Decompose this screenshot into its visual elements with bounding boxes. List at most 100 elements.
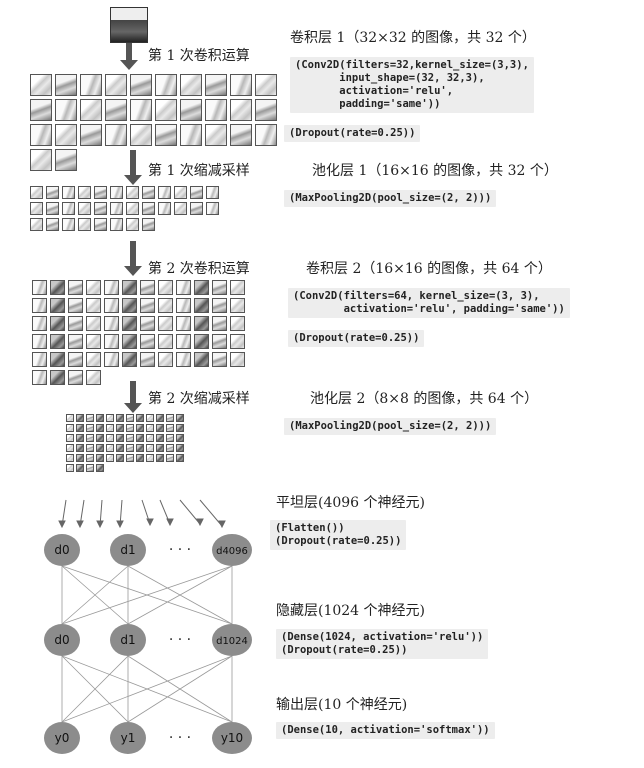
feature-map-thumbnail xyxy=(66,454,74,462)
ellipsis-label: · · · xyxy=(169,730,191,746)
feature-map-thumbnail xyxy=(230,74,252,96)
feature-map-thumbnail xyxy=(212,334,227,349)
neuron-node xyxy=(212,534,252,566)
connection-line xyxy=(61,565,129,625)
feature-map-thumbnail xyxy=(166,424,174,432)
feature-map-thumbnail xyxy=(104,334,119,349)
feature-map-thumbnail xyxy=(122,298,137,313)
feature-map-thumbnail xyxy=(136,434,144,442)
step-label-conv2: 第 2 次卷积运算 xyxy=(148,261,250,277)
feature-map-thumbnail xyxy=(230,99,252,121)
feature-map-thumbnail xyxy=(155,99,177,121)
feature-map-thumbnail xyxy=(122,316,137,331)
feature-maps-conv2 xyxy=(32,280,245,385)
feature-map-thumbnail xyxy=(136,424,144,432)
feature-map-thumbnail xyxy=(66,444,74,452)
feature-map-thumbnail xyxy=(86,414,94,422)
feature-map-thumbnail xyxy=(46,186,59,199)
feature-map-thumbnail xyxy=(130,99,152,121)
feature-map-thumbnail xyxy=(30,149,52,171)
feature-map-thumbnail xyxy=(230,352,245,367)
neuron-label: d0 xyxy=(54,633,69,647)
neuron-node xyxy=(44,534,80,566)
arrow-down-icon xyxy=(124,381,142,413)
feature-map-thumbnail xyxy=(126,454,134,462)
neuron-label: d1 xyxy=(120,543,135,557)
feature-map-thumbnail xyxy=(140,334,155,349)
connection-line xyxy=(127,565,233,625)
neuron-node xyxy=(44,624,80,656)
feature-map-thumbnail xyxy=(255,124,277,146)
flow-arrow-head xyxy=(116,520,124,529)
feature-map-thumbnail xyxy=(116,454,124,462)
code-flatten: (Flatten()) (Dropout(rate=0.25)) xyxy=(270,520,407,550)
feature-map-thumbnail xyxy=(104,298,119,313)
feature-map-thumbnail xyxy=(66,424,74,432)
feature-map-thumbnail xyxy=(136,454,144,462)
feature-map-thumbnail xyxy=(194,298,209,313)
feature-map-thumbnail xyxy=(86,454,94,462)
feature-map-thumbnail xyxy=(94,218,107,231)
layer-title-hidden: 隐藏层(1024 个神经元) xyxy=(276,603,426,619)
feature-map-thumbnail xyxy=(50,334,65,349)
feature-map-thumbnail xyxy=(32,298,47,313)
feature-map-thumbnail xyxy=(30,202,43,215)
feature-map-thumbnail xyxy=(78,202,91,215)
feature-map-thumbnail xyxy=(158,298,173,313)
feature-map-thumbnail xyxy=(76,444,84,452)
neuron-node xyxy=(110,722,146,754)
feature-map-thumbnail xyxy=(62,186,75,199)
feature-map-thumbnail xyxy=(66,414,74,422)
feature-map-thumbnail xyxy=(255,74,277,96)
feature-map-thumbnail xyxy=(46,202,59,215)
step-label-pool2: 第 2 次缩减采样 xyxy=(148,391,250,407)
feature-map-thumbnail xyxy=(66,434,74,442)
feature-map-thumbnail xyxy=(176,352,191,367)
feature-map-thumbnail xyxy=(86,352,101,367)
feature-map-thumbnail xyxy=(68,298,83,313)
feature-map-thumbnail xyxy=(126,444,134,452)
feature-map-thumbnail xyxy=(76,434,84,442)
feature-map-thumbnail xyxy=(55,124,77,146)
feature-map-thumbnail xyxy=(110,202,123,215)
feature-map-thumbnail xyxy=(78,186,91,199)
feature-map-thumbnail xyxy=(76,424,84,432)
arrow-down-icon xyxy=(120,43,138,70)
layer-title-conv2: 卷积层 2（16×16 的图像，共 64 个） xyxy=(306,261,552,277)
ellipsis-label: · · · xyxy=(169,542,191,558)
feature-map-thumbnail xyxy=(255,99,277,121)
feature-map-thumbnail xyxy=(30,74,52,96)
feature-map-thumbnail xyxy=(50,370,65,385)
feature-map-thumbnail xyxy=(126,434,134,442)
feature-map-thumbnail xyxy=(140,316,155,331)
feature-map-thumbnail xyxy=(206,202,219,215)
feature-map-thumbnail xyxy=(136,414,144,422)
code-conv1: (Conv2D(filters=32,kernel_size=(3,3), in… xyxy=(290,57,534,113)
connection-line xyxy=(61,565,233,625)
feature-map-thumbnail xyxy=(62,202,75,215)
neuron-node xyxy=(44,722,80,754)
feature-map-thumbnail xyxy=(166,414,174,422)
feature-map-thumbnail xyxy=(66,464,74,472)
feature-map-thumbnail xyxy=(30,186,43,199)
feature-map-thumbnail xyxy=(94,186,107,199)
feature-map-thumbnail xyxy=(156,454,164,462)
feature-map-thumbnail xyxy=(116,434,124,442)
feature-map-thumbnail xyxy=(32,370,47,385)
arrow-down-icon xyxy=(124,241,142,276)
feature-map-thumbnail xyxy=(136,444,144,452)
feature-map-thumbnail xyxy=(142,186,155,199)
neuron-label: d1 xyxy=(120,633,135,647)
feature-map-thumbnail xyxy=(212,352,227,367)
neuron-label: d1024 xyxy=(216,636,248,647)
flow-arrow-head xyxy=(96,520,104,529)
feature-map-thumbnail xyxy=(106,444,114,452)
neuron-node xyxy=(110,534,146,566)
feature-map-thumbnail xyxy=(194,280,209,295)
neuron-node xyxy=(110,624,146,656)
neuron-label: d0 xyxy=(54,543,69,557)
feature-map-thumbnail xyxy=(194,334,209,349)
flow-arrow-head xyxy=(166,518,174,527)
feature-map-thumbnail xyxy=(230,316,245,331)
